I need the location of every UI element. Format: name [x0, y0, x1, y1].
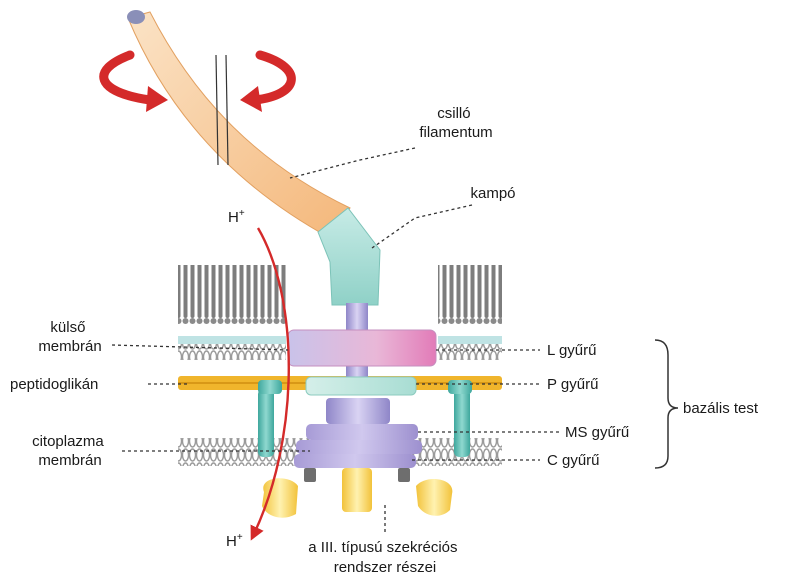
rod: [346, 303, 368, 380]
leader-lines: [111, 147, 560, 535]
proton-out-label: H+: [226, 532, 243, 550]
l-ring: [287, 329, 437, 367]
p-ring-label: P gyűrű: [547, 376, 598, 393]
p-ring: [305, 376, 417, 396]
t3ss-label: a III. típusú szekréciós rendszer részei: [308, 539, 461, 576]
proton-in-label: H+: [228, 208, 245, 226]
l-ring-label: L gyűrű: [547, 342, 596, 359]
outer-membrane-right: [438, 265, 502, 360]
hook-label: kampó: [470, 185, 515, 202]
outer-membrane-label: külső membrán: [38, 319, 101, 355]
peptidoglycan-label: peptidoglikán: [10, 376, 98, 393]
ms-ring-label: MS gyűrű: [565, 424, 629, 441]
ms-ring: [296, 398, 422, 454]
c-ring: [294, 454, 416, 468]
stator-left: [258, 380, 282, 457]
secretion-system-parts: [262, 468, 453, 518]
outer-membrane-left: [178, 265, 286, 360]
filament: [127, 10, 351, 239]
basal-body-label: bazális test: [683, 400, 759, 417]
proton-path-arrow: [250, 227, 290, 541]
rotation-arrows: [99, 50, 296, 112]
c-ring-label: C gyűrű: [547, 452, 600, 469]
basal-body-bracket: [654, 339, 679, 469]
hook: [317, 207, 381, 306]
cytoplasm-membrane-label: citoplazma membrán: [32, 433, 108, 469]
filament-label: csilló filamentum: [419, 105, 492, 141]
